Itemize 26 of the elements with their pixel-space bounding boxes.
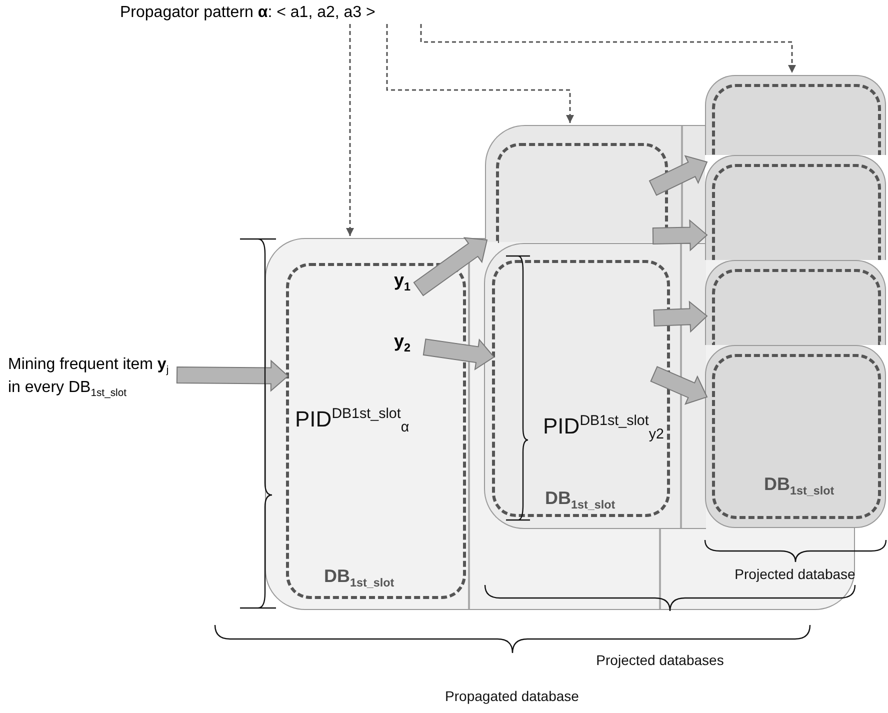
projected-database-box [705,260,886,345]
projected-database-box [705,155,886,260]
dashed-arrow [386,24,574,123]
block-arrow [652,219,708,252]
block-arrow [422,338,495,370]
block-arrow [653,300,708,333]
bracket-label: Propagated database [445,688,579,704]
database-panel [484,243,706,529]
item-label: y$_{2}$ [394,331,411,355]
slot-label: DB$_{1st_slot}$ [545,488,616,512]
block-arrow [176,360,289,392]
slot-label: DB$_{1st_slot}$ [764,474,834,498]
bracket-label: Projected databases [596,652,724,668]
pattern-label: Propagator pattern α: < a1, a2, a3 > [120,4,376,22]
item-label: y$_{1}$ [394,270,411,294]
bracket-label: Projected database [734,566,856,582]
input-label: Mining frequent item y$_{j}$ in every DB$_{1st_slot}$ [8,355,173,400]
projected-database-box [705,75,886,155]
dashed-arrow [346,24,354,236]
database-panel [485,125,705,242]
block-arrow [413,237,488,296]
slot-label: DB$_{1st_slot}$ [324,566,394,590]
projected-database-box [705,345,886,528]
block-arrow [650,366,708,405]
block-arrow [648,155,708,196]
dashed-arrow [420,24,796,73]
